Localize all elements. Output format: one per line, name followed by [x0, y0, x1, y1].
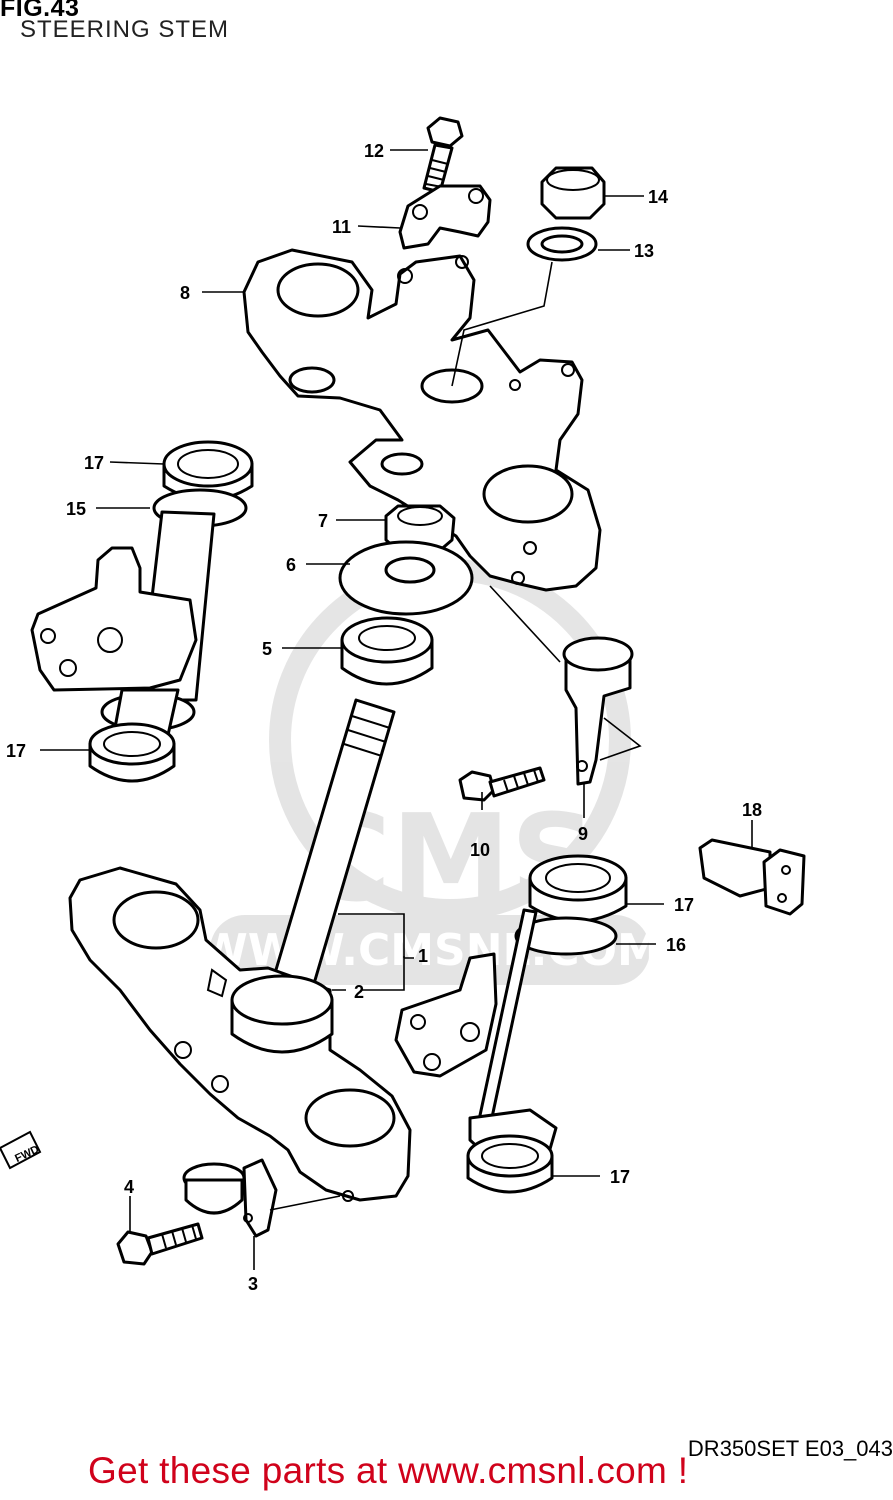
- lower-bracket-part-1: [68, 866, 412, 1202]
- callout-17-right-upper: 17: [674, 895, 694, 915]
- parts-shop-link[interactable]: Get these parts at www.cmsnl.com !: [88, 1450, 689, 1491]
- ignition-switch-part-18: [698, 838, 806, 916]
- washer-part-13: [526, 226, 598, 262]
- callout-4: 4: [124, 1177, 134, 1197]
- forward-direction-arrow: FWD: [0, 1130, 42, 1170]
- callout-3: 3: [248, 1274, 258, 1294]
- meter-bracket-part-16: [394, 908, 618, 1168]
- callout-7: 7: [318, 511, 328, 531]
- rubber-cushion-part-17b: [88, 722, 176, 783]
- callout-10: 10: [470, 840, 490, 860]
- handlebar-clamp-part-11: [398, 184, 492, 250]
- callout-9: 9: [578, 824, 588, 844]
- callout-labels: 12 11 14 13 8 17 15 7 6 5 17 10 9 18 17 …: [6, 141, 762, 1294]
- callout-2: 2: [354, 982, 364, 1002]
- rubber-cushion-part-17d: [466, 1134, 554, 1194]
- callout-16: 16: [666, 935, 686, 955]
- bolt-part-10: [458, 766, 546, 802]
- callout-13: 13: [634, 241, 654, 261]
- bearing-part-5: [340, 616, 434, 686]
- rubber-cushion-part-17c: [528, 854, 628, 923]
- callout-14: 14: [648, 187, 668, 207]
- callout-17-lower-left: 17: [6, 741, 26, 761]
- callout-8: 8: [180, 283, 190, 303]
- callout-1: 1: [418, 946, 428, 966]
- callout-11: 11: [332, 217, 351, 237]
- figure-number: FIG.43: [0, 0, 80, 22]
- callout-17-right-lower: 17: [610, 1167, 630, 1187]
- stopper-part-9: [562, 636, 634, 786]
- callout-15: 15: [66, 499, 86, 519]
- meter-bracket-part-15: [30, 488, 248, 746]
- callout-18: 18: [742, 800, 762, 820]
- callout-5: 5: [262, 639, 272, 659]
- figure-title: STEERING STEM: [20, 16, 230, 43]
- steering-stopper-part-3: [182, 1158, 278, 1238]
- callout-17-upper-left: 17: [84, 453, 104, 473]
- stem-nut-part-14: [540, 166, 606, 220]
- leader-lines: [40, 149, 753, 1270]
- bolt-part-12: [422, 116, 464, 194]
- rubber-cushion-part-17a: [162, 440, 254, 502]
- callout-12: 12: [364, 141, 384, 161]
- dust-seal-part-6: [338, 540, 474, 616]
- bolt-part-4: [116, 1222, 204, 1266]
- callout-6: 6: [286, 555, 296, 575]
- diagram-reference-code: DR350SET E03_043: [687, 1436, 893, 1461]
